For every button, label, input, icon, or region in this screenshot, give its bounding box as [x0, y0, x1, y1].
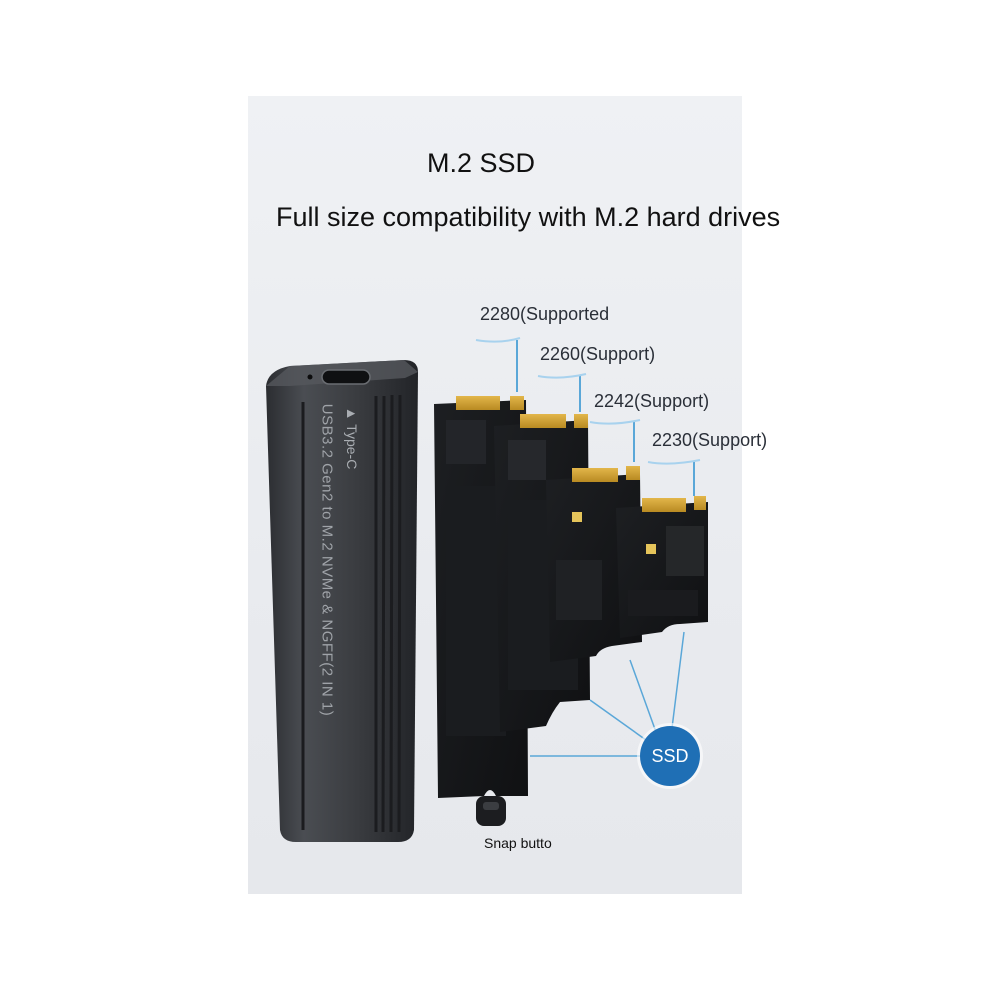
size-label-2280: 2280(Supported [480, 304, 610, 324]
size-leader-lines [475, 337, 701, 496]
enclosure-grooves [301, 394, 402, 833]
ssd-2230-board [616, 496, 708, 638]
size-label-2242: 2242(Support) [594, 391, 710, 411]
type-c-label: ▲ Type-C [344, 406, 360, 470]
ssd-badge: SSD [640, 726, 700, 786]
enclosure-spec-text: USB3.2 Gen2 to M.2 NVMe & NGFF(2 IN 1) [318, 403, 336, 717]
page-title: M.2 SSD [427, 148, 536, 178]
usb-c-port [321, 369, 371, 385]
led-indicator [307, 374, 313, 380]
ssd-pointer-lines [530, 631, 685, 757]
snap-button-part [476, 796, 506, 826]
page-subtitle: Full size compatibility with M.2 hard dr… [276, 202, 781, 232]
size-label-2260: 2260(Support) [540, 344, 656, 364]
size-label-2230: 2230(Support) [652, 430, 768, 450]
snap-button-label: Snap butto [484, 835, 552, 851]
enclosure [266, 360, 418, 842]
